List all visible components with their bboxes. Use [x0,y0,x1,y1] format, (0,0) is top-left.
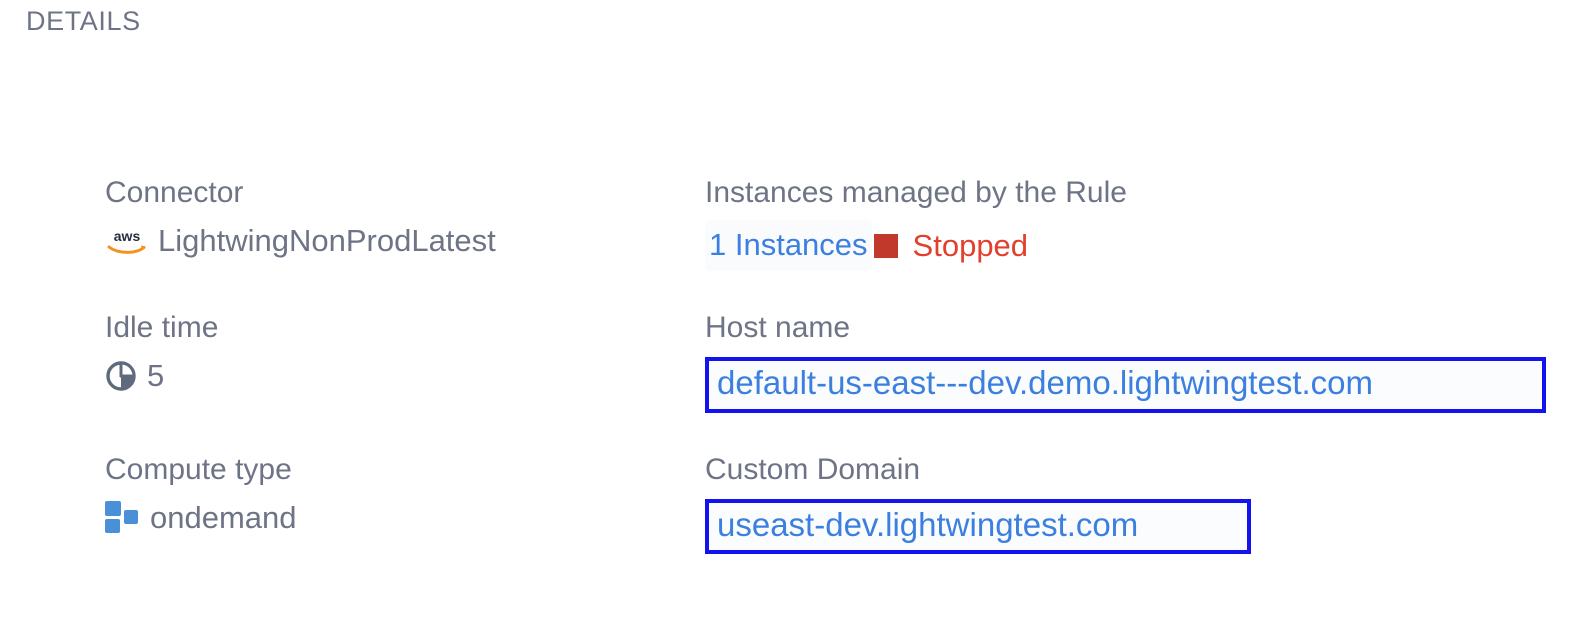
custom-domain-link[interactable]: useast-dev.lightwingtest.com [717,505,1139,543]
custom-domain-label: Custom Domain [705,452,921,486]
host-name-annotation-box: default-us-east---dev.demo.lightwingtest… [705,357,1546,413]
connector-value-row: aws LightwingNonProdLatest [105,224,705,257]
clock-pie-icon [105,360,137,392]
instances-status-row: 1 Instances Stopped [705,220,1575,271]
detail-row: Idle time 5 Host name default-us-east---… [105,313,1575,413]
compute-type-value-row: ondemand [105,499,705,535]
detail-row: Connector aws LightwingNonProdLatest Ins… [105,178,1575,271]
host-name-link[interactable]: default-us-east---dev.demo.lightwingtest… [717,364,1374,401]
details-grid: Connector aws LightwingNonProdLatest Ins… [105,178,1575,555]
compute-blocks-icon [105,501,141,534]
connector-label: Connector [105,176,244,209]
instances-managed-label: Instances managed by the Rule [705,176,1127,209]
instances-count-link[interactable]: 1 Instances [705,220,872,271]
field-custom-domain: Custom Domain useast-dev.lightwingtest.c… [705,452,1575,555]
idle-time-value: 5 [147,358,165,393]
field-connector: Connector aws LightwingNonProdLatest [105,176,705,258]
field-host-name: Host name default-us-east---dev.demo.lig… [705,313,1575,413]
field-instances-managed: Instances managed by the Rule 1 Instance… [705,178,1575,271]
page-title: DETAILS [26,6,141,36]
field-compute-type: Compute type ondemand [105,452,705,535]
svg-text:aws: aws [114,228,141,244]
aws-logo-icon: aws [105,226,149,256]
connector-value: LightwingNonProdLatest [158,223,496,258]
idle-time-label: Idle time [105,311,219,344]
custom-domain-annotation-box: useast-dev.lightwingtest.com [705,498,1251,555]
compute-type-label: Compute type [105,452,292,486]
compute-type-value: ondemand [150,499,297,535]
field-idle-time: Idle time 5 [105,311,705,393]
status-badge: Stopped [912,228,1029,263]
idle-time-value-row: 5 [105,359,705,392]
stopped-square-icon [873,233,898,258]
host-name-label: Host name [705,311,851,344]
detail-row: Compute type ondemand Custom Domain usea… [105,452,1575,555]
